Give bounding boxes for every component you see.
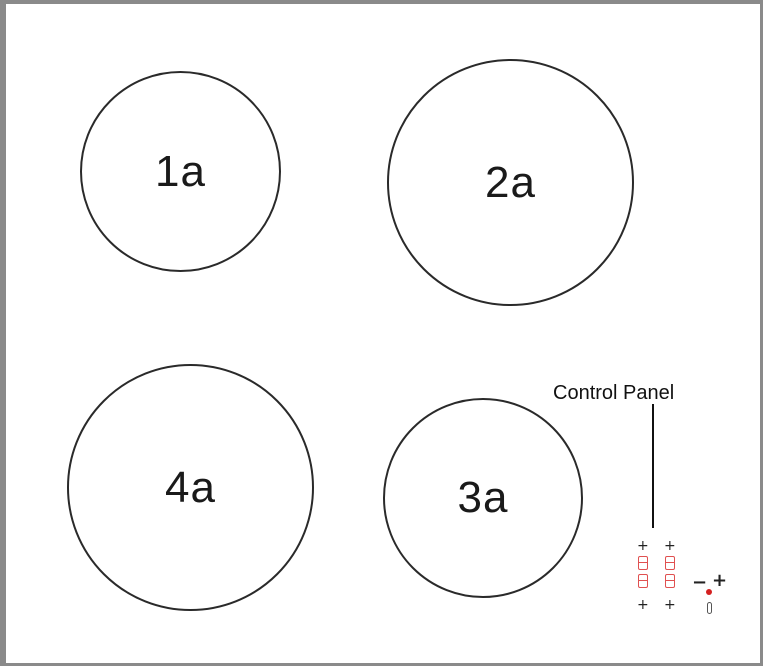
control-panel: + + + + − + — [630, 536, 730, 626]
burner-label: 1a — [155, 146, 206, 196]
display-digit — [638, 556, 648, 570]
burner-label: 4a — [165, 462, 216, 512]
burner-2a: 2a — [387, 59, 634, 306]
plus-icon[interactable]: + — [664, 538, 676, 554]
plus-icon[interactable]: + — [637, 538, 649, 554]
burner-label: 2a — [485, 157, 536, 207]
burner-3a: 3a — [383, 398, 583, 598]
burner-4a: 4a — [67, 364, 314, 611]
control-panel-leader-line — [652, 404, 654, 528]
control-panel-label: Control Panel — [553, 382, 675, 404]
plus-button[interactable]: + — [712, 570, 728, 591]
thermometer-icon — [707, 602, 712, 614]
burner-1a: 1a — [80, 71, 281, 272]
burner-label: 3a — [457, 473, 509, 522]
display-digit — [638, 574, 648, 588]
display-digit — [665, 556, 675, 570]
indicator-dot — [706, 589, 712, 595]
minus-button[interactable]: − — [692, 572, 708, 593]
display-digit — [665, 574, 675, 588]
minus-icon[interactable]: + — [637, 597, 649, 613]
minus-icon[interactable]: + — [664, 597, 676, 613]
